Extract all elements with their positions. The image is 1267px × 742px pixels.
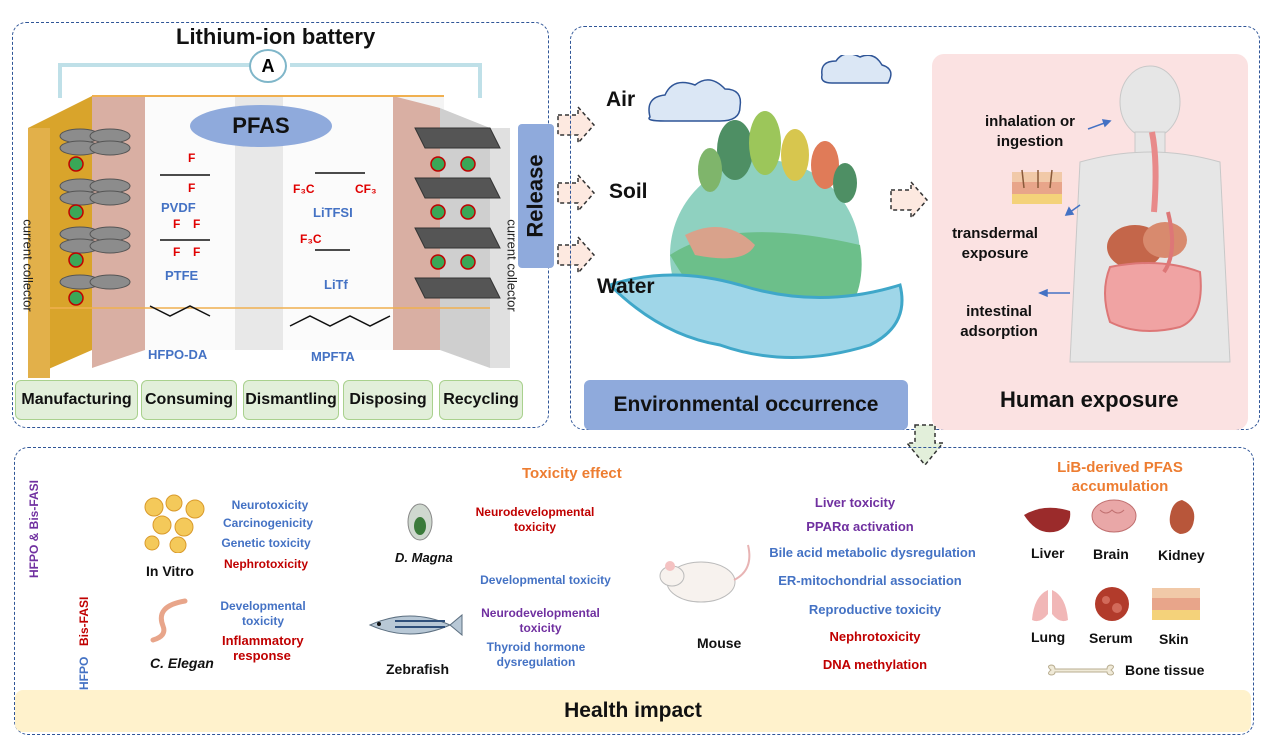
mouse-effect-2: Bile acid metabolic dysregulation — [769, 545, 976, 560]
lung-icon — [1032, 590, 1068, 622]
stage-manufacturing: Manufacturing — [15, 380, 138, 420]
org-mouse: Mouse — [697, 635, 742, 651]
route-arrows — [1038, 119, 1112, 298]
toxicity-effect-title: Toxicity effect — [522, 465, 622, 482]
side-label-bis-fasi: Bis-FASI — [77, 596, 91, 646]
env-air-label: Air — [606, 88, 636, 111]
brain-icon — [1091, 499, 1137, 533]
organ-bone-tissue: Bone tissue — [1125, 662, 1205, 678]
svg-text:F: F — [173, 245, 180, 259]
svg-text:F: F — [193, 245, 200, 259]
env-soil-label: Soil — [609, 180, 648, 203]
zebrafish-effect-1: Neurodevelopmental toxicity — [481, 606, 600, 635]
c-elegan-worm-icon — [150, 598, 188, 643]
d-magna-effect-0: Neurodevelopmental toxicity — [475, 505, 595, 534]
d-magna-icon — [407, 503, 433, 541]
ammeter-label: A — [261, 55, 275, 76]
side-label-hfpo: HFPO — [77, 656, 91, 690]
bone-icon — [1048, 664, 1114, 676]
mouse-effect-3: ER-mitochondrial association — [778, 573, 962, 588]
org-zebrafish: Zebrafish — [386, 661, 450, 677]
chem-hfpo-da: HFPO-DA — [148, 347, 208, 362]
org-in-vitro: In Vitro — [146, 563, 194, 579]
environment-illustration — [607, 55, 904, 359]
mouse-effect-1: PPARα activation — [806, 519, 914, 534]
organ-lung: Lung — [1031, 629, 1066, 645]
in-vitro-effect-2: Genetic toxicity — [221, 536, 311, 550]
human-exposure-title: Human exposure — [1000, 387, 1179, 412]
release-box: Release — [518, 124, 554, 268]
chem-mpfta: MPFTA — [311, 349, 355, 364]
ammeter-icon: A — [249, 49, 287, 83]
liver-icon — [1024, 507, 1071, 533]
chem-pvdf: PVDF — [161, 200, 196, 215]
route-transdermal: transdermal exposure — [952, 225, 1038, 262]
human-to-health-arrow — [905, 424, 945, 467]
env-to-human-arrow — [890, 180, 929, 220]
chem-litfsi: LiTFSI — [313, 205, 353, 220]
release-arrows — [557, 105, 596, 275]
stage-disposing: Disposing — [343, 380, 433, 420]
stage-recycling: Recycling — [439, 380, 523, 420]
mouse-icon — [659, 544, 751, 603]
organ-serum: Serum — [1089, 630, 1133, 646]
mouse-effect-0: Liver toxicity — [814, 495, 896, 510]
route-inhalation: inhalation or ingestion — [985, 113, 1075, 150]
organ-skin: Skin — [1159, 631, 1189, 647]
svg-text:F: F — [193, 217, 200, 231]
pfas-badge: PFAS — [190, 105, 332, 147]
chem-ptfe: PTFE — [165, 268, 199, 283]
zebrafish-icon — [368, 613, 463, 637]
mouse-effect-4: Reproductive toxicity — [808, 602, 942, 617]
organ-liver: Liver — [1031, 545, 1065, 561]
battery-title: Lithium-ion battery — [176, 24, 376, 49]
health-impact-band: Health impact — [15, 690, 1251, 732]
mouse-effect-5: Nephrotoxicity — [829, 629, 921, 644]
serum-icon — [1095, 587, 1129, 621]
environment-title: Environmental occurrence — [613, 393, 879, 416]
c-elegan-effect-0: Developmental toxicity — [220, 599, 306, 628]
skin-layer-icon — [1012, 169, 1062, 204]
route-intestinal: intestinal adsorption — [960, 303, 1038, 340]
chem-litf: LiTf — [324, 277, 348, 292]
zebrafish-effect-0: Developmental toxicity — [480, 573, 611, 587]
pfas-label: PFAS — [232, 113, 290, 138]
in-vitro-cells-icon — [144, 494, 205, 553]
svg-text:F₃C: F₃C — [300, 232, 322, 246]
org-d-magna: D. Magna — [395, 550, 453, 565]
mouse-effect-6: DNA methylation — [822, 657, 928, 672]
stage-consuming: Consuming — [141, 380, 237, 420]
health-impact-title: Health impact — [564, 699, 702, 722]
health-panel — [14, 447, 1254, 735]
svg-text:F: F — [173, 217, 180, 231]
human-body-illustration — [1069, 65, 1231, 363]
org-c-elegan: C. Elegan — [150, 655, 214, 671]
in-vitro-effect-1: Carcinogenicity — [222, 516, 314, 530]
in-vitro-effect-3: Nephrotoxicity — [223, 557, 308, 571]
svg-text:F₃C: F₃C — [293, 182, 315, 196]
c-elegan-effect-1: Inflammatory response — [222, 633, 304, 663]
side-label-hfpo-bis-fasi: HFPO & Bis-FASI — [27, 479, 41, 578]
environment-title-box: Environmental occurrence — [584, 380, 908, 430]
in-vitro-effect-0: Neurotoxicity — [231, 498, 309, 512]
current-collector-left-label: current collector — [20, 219, 36, 312]
organ-kidney: Kidney — [1158, 547, 1205, 563]
svg-text:F: F — [188, 151, 195, 165]
release-label: Release — [523, 154, 548, 238]
zebrafish-effect-2: Thyroid hormone dysregulation — [486, 640, 586, 669]
organ-brain: Brain — [1093, 546, 1129, 562]
battery-circuit-wire — [58, 63, 482, 98]
stage-dismantling: Dismantling — [243, 380, 339, 420]
svg-text:CF₃: CF₃ — [355, 182, 377, 196]
kidney-icon — [1169, 500, 1195, 534]
env-water-label: Water — [597, 275, 655, 298]
skin-icon — [1152, 588, 1200, 620]
accumulation-title: LiB-derived PFAS accumulation — [1057, 459, 1183, 495]
svg-text:F: F — [188, 181, 195, 195]
